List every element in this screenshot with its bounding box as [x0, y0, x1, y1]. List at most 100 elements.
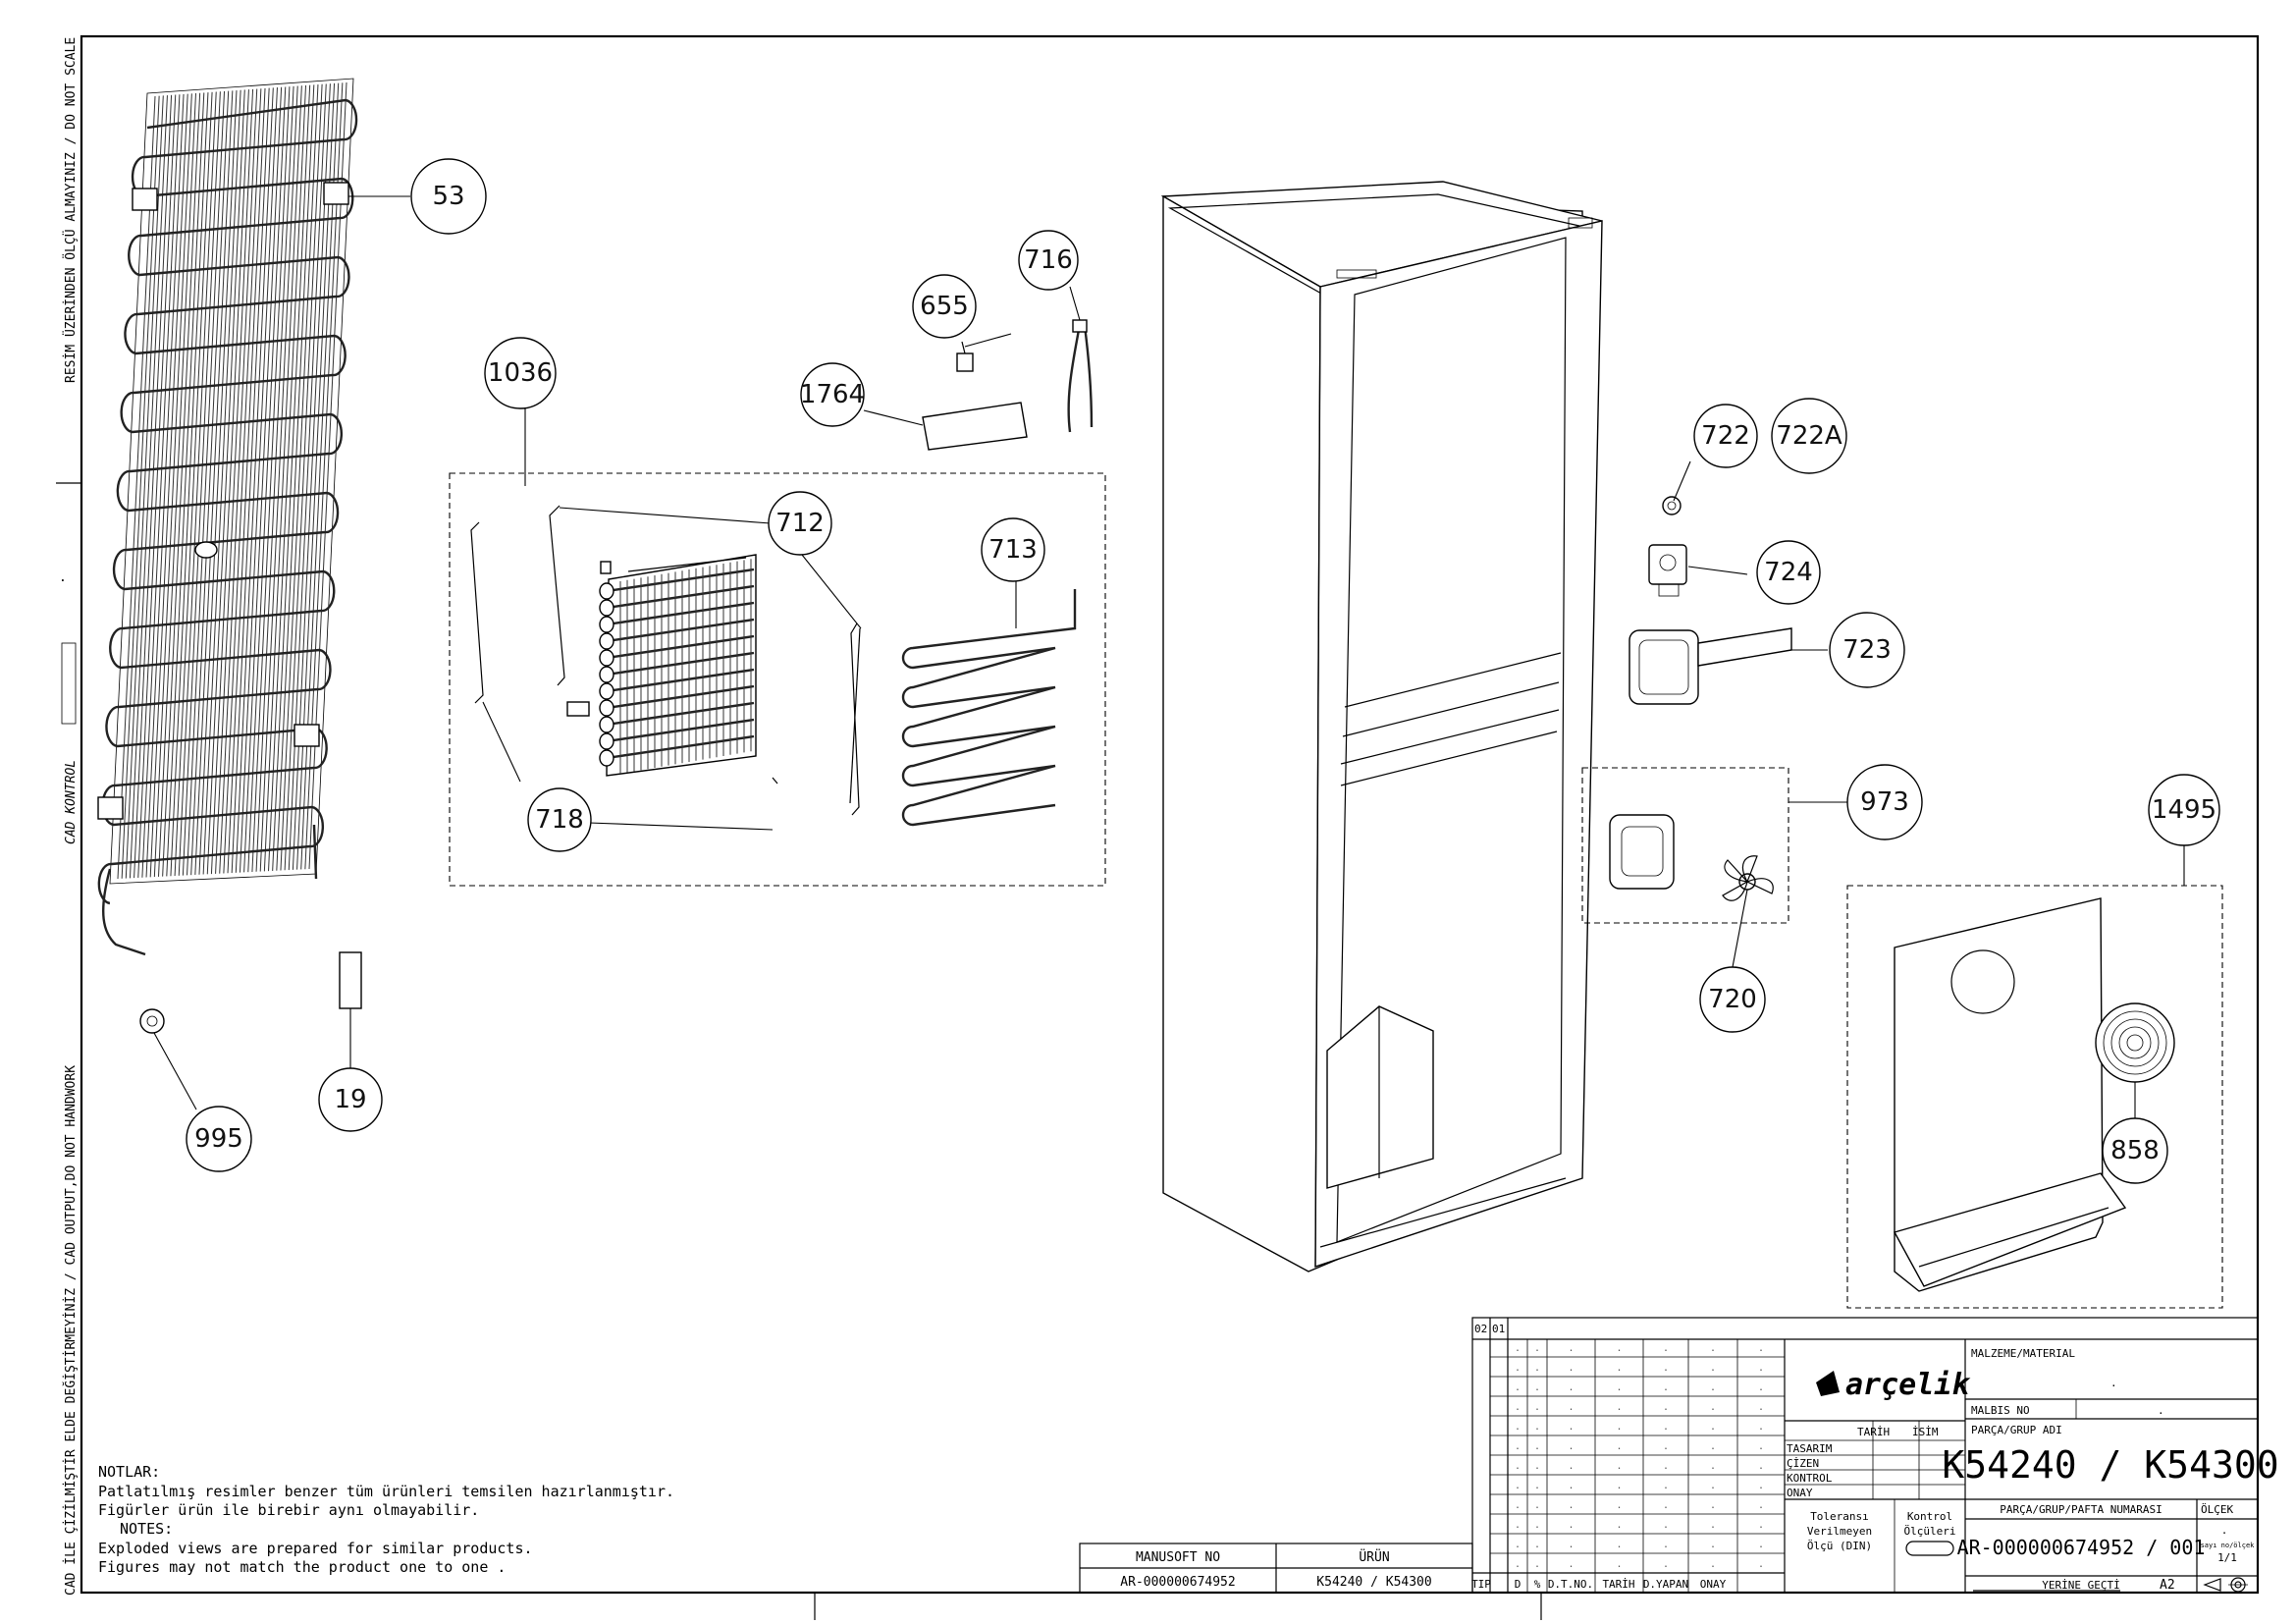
side-dot-mark: .	[59, 570, 67, 585]
title-block: 02 01 ..................................…	[1471, 1317, 2279, 1594]
svg-text:.: .	[1663, 1343, 1669, 1354]
side-label-do-not-handwork: CAD İLE ÇİZİLMİŞTİR ELDE DEĞİŞTİRMEYİNİZ…	[63, 1065, 79, 1596]
fan-blade-part-720	[1722, 855, 1774, 901]
callout-1036: 1036	[484, 337, 557, 409]
svg-text:.: .	[1515, 1461, 1521, 1472]
callout-723: 723	[1829, 612, 1905, 688]
svg-text:.: .	[1663, 1402, 1669, 1413]
material-label: MALZEME/MATERIAL	[1971, 1347, 2075, 1360]
cad-kontrol-box	[61, 642, 77, 725]
svg-text:.: .	[1616, 1441, 1622, 1452]
bottom-row-label: TIP	[1471, 1578, 1491, 1591]
cizen-label: ÇİZEN	[1787, 1457, 1819, 1470]
rev-label-2: 01	[1492, 1323, 1505, 1335]
svg-text:.: .	[1616, 1500, 1622, 1511]
svg-text:.: .	[1758, 1422, 1764, 1433]
svg-text:720: 720	[1708, 985, 1757, 1014]
svg-text:53: 53	[432, 182, 464, 211]
tolerance-line-1: Toleransı	[1810, 1510, 1869, 1523]
isim-header: İSİM	[1912, 1426, 1939, 1438]
svg-text:.: .	[1758, 1441, 1764, 1452]
side-label-do-not-scale: RESİM ÜZERİNDEN ÖLÇÜ ALMAYINIZ / DO NOT …	[62, 37, 79, 383]
svg-text:19: 19	[334, 1085, 366, 1114]
manusoft-value: AR-000000674952	[1120, 1575, 1235, 1590]
kontrol-label: KONTROL	[1787, 1472, 1833, 1485]
svg-text:.: .	[1534, 1559, 1540, 1570]
part-name: K54240 / K54300	[1942, 1443, 2278, 1487]
callout-858: 858	[2102, 1117, 2168, 1184]
svg-text:1764: 1764	[800, 380, 865, 409]
brand-name: arçelik	[1845, 1368, 1971, 1402]
condenser-part-53	[97, 78, 358, 956]
sheet-size: A2	[2160, 1578, 2175, 1593]
svg-text:.: .	[1758, 1520, 1764, 1531]
svg-text:.: .	[1515, 1559, 1521, 1570]
svg-text:.: .	[1515, 1343, 1521, 1354]
replaces-label: YERİNE GEÇTİ	[2042, 1579, 2119, 1592]
bottom-row-label: %	[1534, 1578, 1541, 1591]
svg-text:.: .	[1758, 1500, 1764, 1511]
knob-part-722	[1662, 496, 1682, 515]
tarih-header: TARİH	[1857, 1426, 1890, 1438]
svg-text:.: .	[1568, 1402, 1574, 1413]
malbis-label: MALBIS NO	[1971, 1404, 2030, 1417]
notes-heading-en: NOTES:	[120, 1520, 173, 1538]
svg-text:.: .	[1568, 1481, 1574, 1491]
callout-722: 722	[1693, 404, 1758, 468]
svg-text:.: .	[1568, 1441, 1574, 1452]
svg-text:713: 713	[988, 535, 1038, 565]
svg-text:.: .	[1710, 1559, 1716, 1570]
svg-text:.: .	[1616, 1343, 1622, 1354]
svg-text:.: .	[1568, 1559, 1574, 1570]
svg-text:724: 724	[1764, 558, 1813, 587]
fan-housing-973	[1609, 814, 1675, 890]
svg-text:.: .	[1534, 1402, 1540, 1413]
callout-718: 718	[527, 787, 592, 852]
olcek-label: ÖLÇEK	[2201, 1503, 2233, 1516]
svg-text:.: .	[1758, 1402, 1764, 1413]
svg-text:.: .	[1758, 1559, 1764, 1570]
part-number: AR-000000674952 / 001	[1957, 1536, 2206, 1559]
callout-973: 973	[1846, 764, 1923, 840]
svg-text:.: .	[1710, 1441, 1716, 1452]
svg-text:.: .	[1663, 1481, 1669, 1491]
svg-text:.: .	[1568, 1540, 1574, 1550]
tolerance-line-2: Verilmeyen	[1807, 1525, 1872, 1538]
callout-722A: 722A	[1771, 398, 1847, 474]
svg-text:.: .	[1534, 1363, 1540, 1374]
tasarim-label: TASARIM	[1787, 1442, 1833, 1455]
svg-text:655: 655	[920, 292, 969, 321]
svg-text:.: .	[1710, 1363, 1716, 1374]
refrigerator-cabinet	[1160, 181, 1603, 1272]
housing-part-723	[1629, 627, 1792, 705]
urun-header: ÜRÜN	[1359, 1548, 1389, 1565]
svg-text:.: .	[1663, 1559, 1669, 1570]
control-line-2: Ölçüleri	[1904, 1525, 1956, 1538]
svg-text:.: .	[1515, 1520, 1521, 1531]
bottom-row-label: D	[1515, 1578, 1522, 1591]
fan-cover-part-1495	[1893, 897, 2127, 1292]
svg-text:995: 995	[194, 1124, 243, 1154]
svg-text:.: .	[1534, 1382, 1540, 1393]
svg-text:.: .	[1616, 1461, 1622, 1472]
svg-text:.: .	[1568, 1363, 1574, 1374]
svg-text:.: .	[1534, 1422, 1540, 1433]
svg-text:.: .	[1758, 1343, 1764, 1354]
notes-line1-en: Exploded views are prepared for similar …	[98, 1540, 533, 1557]
material-value: .	[2110, 1377, 2117, 1389]
manusoft-header: MANUSOFT NO	[1136, 1550, 1220, 1565]
connector-part-655	[956, 341, 974, 372]
svg-text:.: .	[1710, 1500, 1716, 1511]
malbis-value: .	[2158, 1404, 2164, 1417]
svg-text:.: .	[1616, 1363, 1622, 1374]
bottom-row-label: ONAY	[1700, 1578, 1727, 1591]
notes-line2-en: Figures may not match the product one to…	[98, 1558, 506, 1576]
svg-text:.: .	[1515, 1402, 1521, 1413]
svg-text:1036: 1036	[488, 358, 553, 388]
callout-995: 995	[186, 1106, 252, 1172]
callout-724: 724	[1756, 540, 1821, 605]
svg-text:.: .	[1663, 1520, 1669, 1531]
control-symbol	[1905, 1541, 1954, 1556]
svg-text:.: .	[1710, 1382, 1716, 1393]
